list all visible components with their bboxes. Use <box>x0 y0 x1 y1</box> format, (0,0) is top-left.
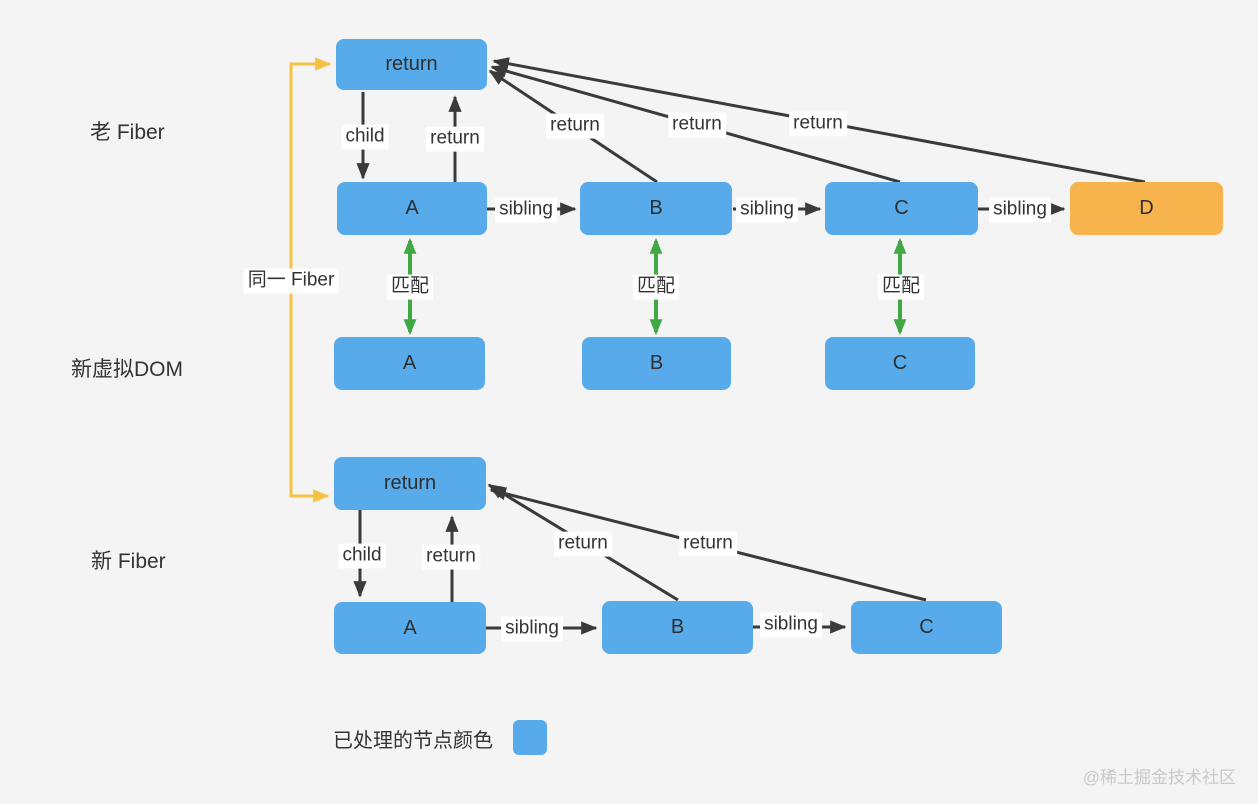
edge-label-sibling-new-ab: sibling <box>501 616 563 642</box>
legend-color-swatch <box>513 720 547 755</box>
edge-label-match-c: 匹配 <box>877 274 925 300</box>
node-old-d: D <box>1070 182 1223 235</box>
legend-label: 已处理的节点颜色 <box>333 730 493 752</box>
edge-label-match-b: 匹配 <box>632 274 680 300</box>
edge-label-child-new: child <box>338 543 386 569</box>
node-new-b: B <box>602 601 753 654</box>
edge-label-sibling-old-cd: sibling <box>989 197 1051 223</box>
node-old-c: C <box>825 182 978 235</box>
watermark: @稀土掘金技术社区 <box>1082 768 1236 787</box>
edge-label-sibling-new-bc: sibling <box>760 612 822 638</box>
edge-label-return-old-a: return <box>426 126 484 152</box>
edge-label-return-new-a: return <box>422 544 480 570</box>
node-old-b: B <box>580 182 732 235</box>
edge-label-return-old-d: return <box>789 111 847 137</box>
node-new-c: C <box>851 601 1002 654</box>
edge-label-return-old-b: return <box>546 113 604 139</box>
node-old-a: A <box>337 182 487 235</box>
edge-label-return-new-b: return <box>554 531 612 557</box>
node-vdom-b: B <box>582 337 731 390</box>
section-label-new-fiber: 新 Fiber <box>91 550 166 573</box>
edge-label-return-new-c: return <box>679 531 737 557</box>
section-label-new-vdom: 新虚拟DOM <box>71 358 183 381</box>
node-vdom-c: C <box>825 337 975 390</box>
edge-label-same-fiber: 同一 Fiber <box>243 268 339 294</box>
edge-same-fiber-bottom <box>289 284 330 503</box>
edge-label-match-a: 匹配 <box>386 274 434 300</box>
node-old-return: return <box>336 39 487 90</box>
node-new-return: return <box>334 457 486 510</box>
edge-label-sibling-old-bc: sibling <box>736 197 798 223</box>
edge-label-sibling-old-ab: sibling <box>495 197 557 223</box>
edge-label-child-old: child <box>341 124 389 150</box>
edge-label-return-old-c: return <box>668 112 726 138</box>
node-new-a: A <box>334 602 486 654</box>
node-vdom-a: A <box>334 337 485 390</box>
section-label-old-fiber: 老 Fiber <box>90 121 165 144</box>
edge-same-fiber-top <box>289 57 332 278</box>
